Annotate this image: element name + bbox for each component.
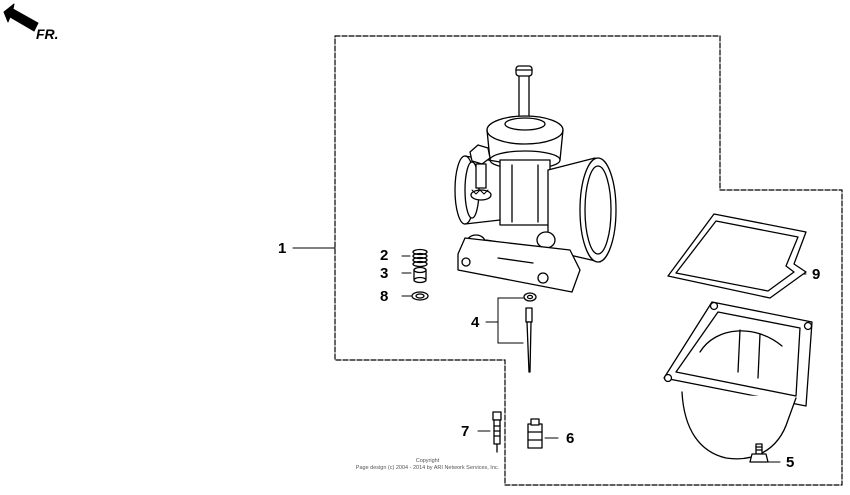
drain-screw bbox=[749, 443, 769, 463]
main-jet bbox=[527, 418, 543, 449]
copyright-notice: Copyright Page design (c) 2004 - 2014 by… bbox=[335, 458, 520, 472]
front-arrow-icon bbox=[3, 3, 39, 32]
callout-3: 3 bbox=[380, 265, 389, 282]
callout-1: 1 bbox=[278, 240, 287, 257]
o-ring bbox=[411, 291, 429, 301]
front-direction-label: FR. bbox=[36, 26, 59, 42]
callout-4: 4 bbox=[471, 314, 480, 331]
jet-needle bbox=[523, 292, 537, 373]
callout-6: 6 bbox=[566, 430, 575, 447]
float-chamber bbox=[663, 301, 813, 460]
assembly-boundary bbox=[334, 35, 843, 486]
copyright-line-1: Copyright bbox=[415, 458, 440, 464]
callout-9: 9 bbox=[812, 266, 821, 283]
copyright-line-2: Page design (c) 2004 - 2014 by ARI Netwo… bbox=[355, 465, 500, 471]
callout-2: 2 bbox=[380, 247, 389, 264]
screw-set bbox=[492, 411, 502, 453]
callout-5: 5 bbox=[786, 454, 795, 471]
callout-7: 7 bbox=[461, 423, 470, 440]
plug bbox=[413, 266, 427, 284]
spring bbox=[412, 248, 428, 268]
callout-8: 8 bbox=[380, 288, 389, 305]
gasket bbox=[667, 213, 807, 299]
carburetor-body bbox=[454, 65, 617, 293]
